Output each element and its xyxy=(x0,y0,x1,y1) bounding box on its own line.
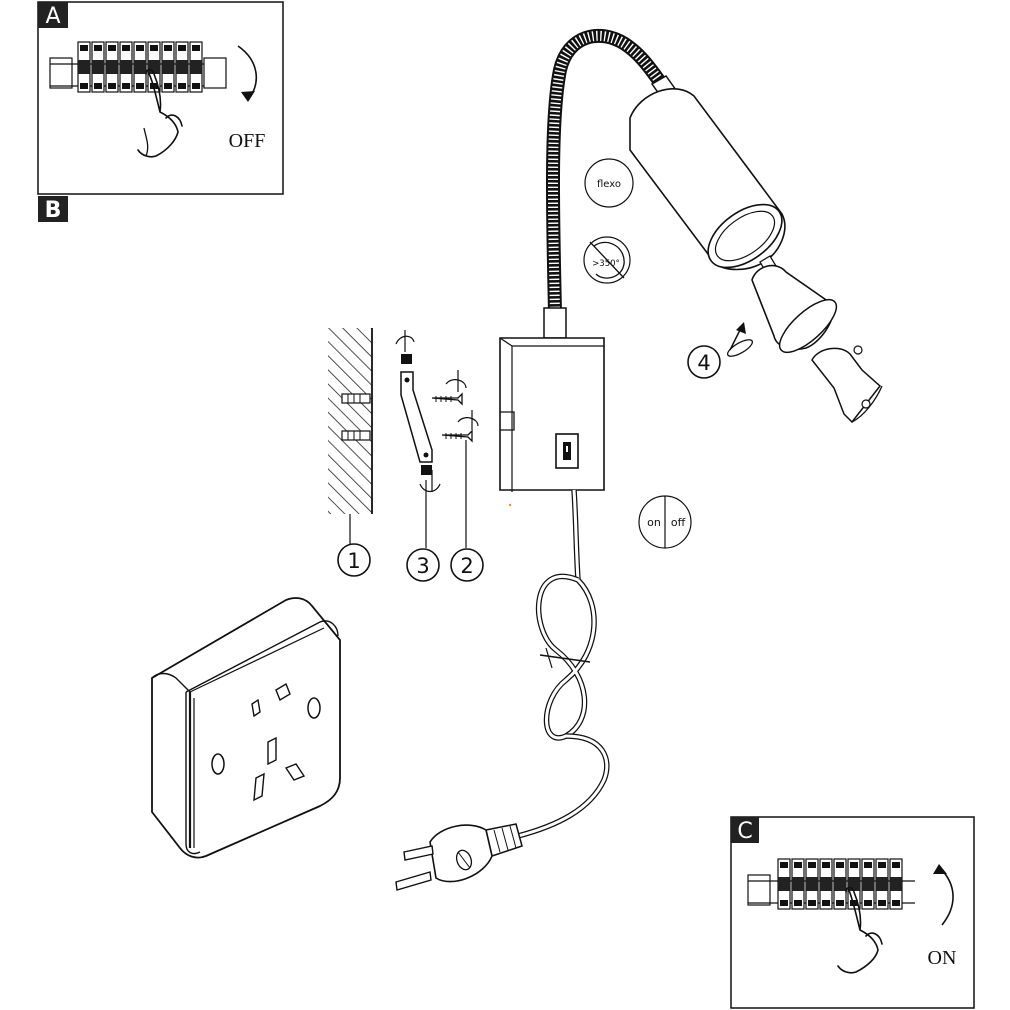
plug-pin-icon xyxy=(403,845,434,861)
callout-3-label: 3 xyxy=(416,554,429,578)
switch-on-label: on xyxy=(647,516,661,529)
callout-1: 1 xyxy=(337,543,371,577)
rotate-arrow-icon xyxy=(726,322,754,357)
wood-screw-icon xyxy=(431,370,467,406)
lamp-head xyxy=(629,75,786,271)
hand-icon xyxy=(837,886,883,974)
hand-finger-icon xyxy=(143,127,149,157)
panel-c-frame xyxy=(730,816,975,1009)
panel-breaker-on: C ON xyxy=(730,816,975,1009)
callout-2-label: 2 xyxy=(460,554,473,578)
wall-socket xyxy=(151,597,341,859)
callout-3: 3 xyxy=(406,548,440,582)
breaker-block-on xyxy=(747,858,915,910)
flexo-symbol: flexo xyxy=(584,158,634,208)
bracket-screw-top-icon xyxy=(395,330,415,364)
euro-plug-icon xyxy=(395,823,523,891)
rotation-symbol: >350° xyxy=(583,236,631,284)
panel-c-tag-bg xyxy=(731,817,759,843)
power-cable xyxy=(517,489,610,839)
panel-breaker-off: A OFF B xyxy=(37,1,284,223)
panel-b-tag: B xyxy=(45,198,62,223)
mounting-bracket xyxy=(395,330,441,493)
panel-a-tag-bg xyxy=(38,2,68,28)
stray-dot xyxy=(508,503,512,507)
wall-section xyxy=(328,328,373,514)
plug-pin-icon xyxy=(395,871,432,891)
switch-off-label: off xyxy=(671,516,686,529)
rotation-label: >350° xyxy=(592,259,620,269)
wall-hatch xyxy=(328,328,372,514)
gu10-bulb-icon xyxy=(751,255,838,353)
wall-plug-icon xyxy=(341,393,371,404)
panel-a-tag: A xyxy=(45,4,60,29)
callout-4: 4 xyxy=(687,345,721,379)
flexo-label: flexo xyxy=(597,179,621,190)
hand-icon xyxy=(137,68,183,158)
callout-2: 2 xyxy=(450,548,484,582)
socket-holes xyxy=(211,682,321,802)
lamp-gooseneck xyxy=(545,28,666,313)
breaker-block-off xyxy=(49,41,227,93)
bulb-holder-icon xyxy=(811,345,883,424)
panel-c-action: ON xyxy=(928,947,957,969)
wood-screws xyxy=(431,370,479,443)
callout-1-label: 1 xyxy=(347,549,360,573)
arrow-head-icon xyxy=(241,91,255,102)
on-off-symbol: on off xyxy=(638,495,692,549)
neck-collar xyxy=(543,307,567,339)
wall-plug-icon xyxy=(341,430,371,441)
panel-a-action: OFF xyxy=(229,130,266,152)
callout-4-label: 4 xyxy=(697,351,710,375)
panel-b-tag-bg xyxy=(38,196,68,222)
panel-c-tag: C xyxy=(737,819,752,844)
bracket-screw-bottom-icon xyxy=(419,465,441,493)
arrow-head-icon xyxy=(933,864,947,874)
wood-screw-icon xyxy=(441,410,479,443)
lamp-base-box xyxy=(499,337,605,492)
